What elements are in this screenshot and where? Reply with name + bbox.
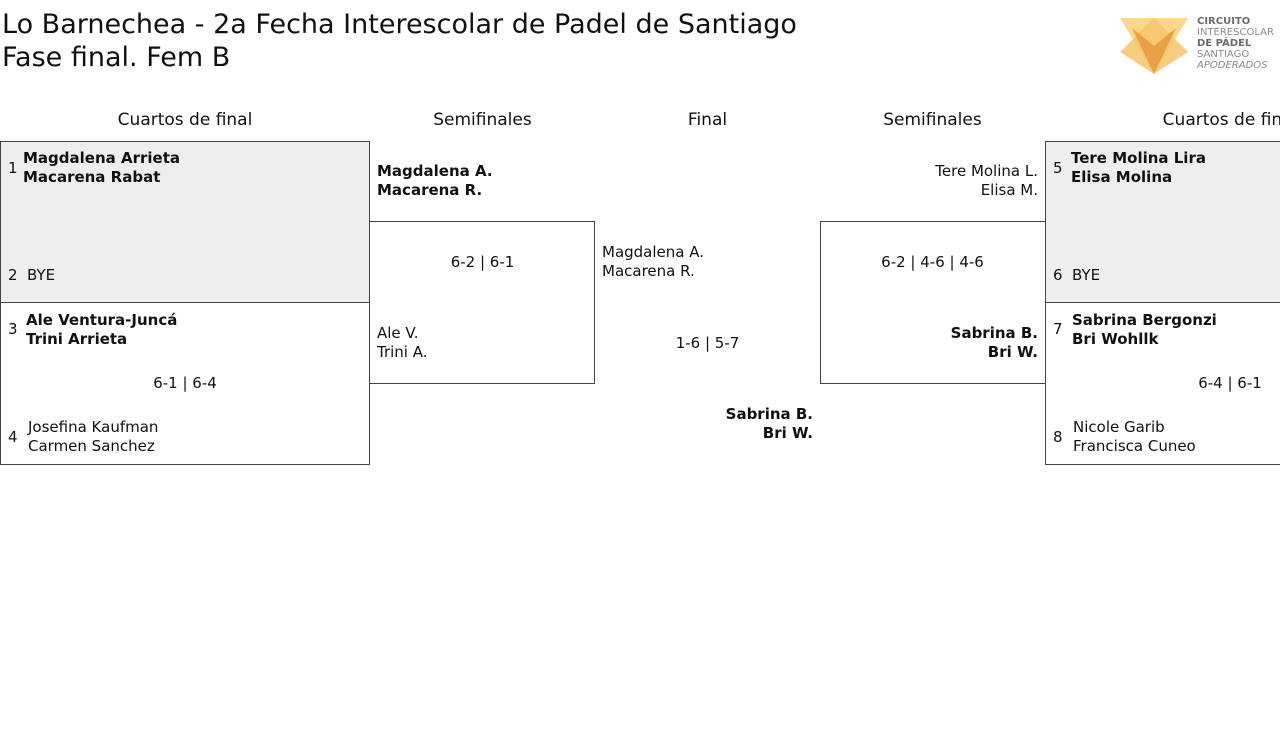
seed-number: 3 — [8, 320, 18, 338]
seed-number: 5 — [1053, 159, 1063, 177]
round-header-left-sf: Semifinales — [433, 110, 532, 130]
seed-number: 7 — [1053, 320, 1063, 338]
match-score: 6-2 | 6-1 — [450, 253, 515, 271]
page-subtitle: Fase final. Fem B — [2, 42, 231, 73]
champion-name: Bri W. — [762, 424, 813, 442]
match-score: 6-2 | 4-6 | 4-6 — [881, 253, 984, 271]
left-sf-match — [369, 221, 595, 384]
seed-number: 2 — [8, 266, 18, 284]
player-name: Sabrina B. — [950, 324, 1038, 342]
logo-line-depadel: DE PÁDEL — [1197, 38, 1252, 49]
player-name: Macarena Rabat — [23, 168, 161, 186]
player-name: Magdalena A. — [602, 243, 704, 261]
player-name: Josefina Kaufman — [28, 418, 159, 436]
player-name: Macarena R. — [602, 262, 695, 280]
left-qf-match-1 — [0, 141, 370, 303]
player-name: Elisa M. — [980, 181, 1038, 199]
player-name: Ale V. — [377, 324, 419, 342]
player-name: Tere Molina Lira — [1071, 149, 1206, 167]
player-name: Trini A. — [377, 343, 428, 361]
player-name: Elisa Molina — [1071, 168, 1173, 186]
logo-line-circuito: CIRCUITO — [1197, 16, 1251, 27]
player-name: Bri W. — [987, 343, 1038, 361]
seed-number: 8 — [1053, 428, 1063, 446]
player-name: Bri Wohllk — [1072, 330, 1159, 348]
round-header-right-qf: Cuartos de final — [1162, 110, 1280, 130]
player-name: Magdalena A. — [377, 162, 493, 180]
right-qf-match-2 — [1045, 302, 1280, 465]
page-title: Lo Barnechea - 2a Fecha Interescolar de … — [2, 9, 797, 40]
player-name: Nicole Garib — [1073, 418, 1165, 436]
match-score: 6-4 | 6-1 — [1198, 374, 1262, 392]
bye-label: BYE — [27, 266, 56, 284]
player-name: Tere Molina L. — [935, 162, 1038, 180]
final-score: 1-6 | 5-7 — [675, 334, 740, 352]
champion-name: Sabrina B. — [725, 405, 813, 423]
right-qf-match-1 — [1045, 141, 1280, 303]
seed-number: 6 — [1053, 266, 1063, 284]
match-score: 6-1 | 6-4 — [153, 374, 217, 392]
round-header-final: Final — [687, 110, 728, 130]
player-name: Francisca Cuneo — [1073, 437, 1196, 455]
logo-line-interescolar: INTERESCOLAR — [1197, 27, 1274, 38]
player-name: Trini Arrieta — [26, 330, 128, 348]
player-name: Sabrina Bergonzi — [1072, 311, 1217, 329]
player-name: Carmen Sanchez — [28, 437, 155, 455]
logo-line-santiago: SANTIAGO — [1197, 49, 1250, 60]
seed-number: 4 — [8, 428, 18, 446]
player-name: Macarena R. — [377, 181, 483, 199]
round-header-right-sf: Semifinales — [883, 110, 982, 130]
fox-logo-icon — [1120, 18, 1188, 74]
bye-label: BYE — [1072, 266, 1101, 284]
player-name: Magdalena Arrieta — [23, 149, 180, 167]
logo-line-apoderados: APODERADOS — [1197, 60, 1268, 71]
round-header-left-qf: Cuartos de final — [117, 110, 253, 130]
seed-number: 1 — [8, 159, 18, 177]
player-name: Ale Ventura-Juncá — [26, 311, 178, 329]
circuit-logo: CIRCUITO INTERESCOLAR DE PÁDEL SANTIAGO … — [1118, 14, 1280, 76]
